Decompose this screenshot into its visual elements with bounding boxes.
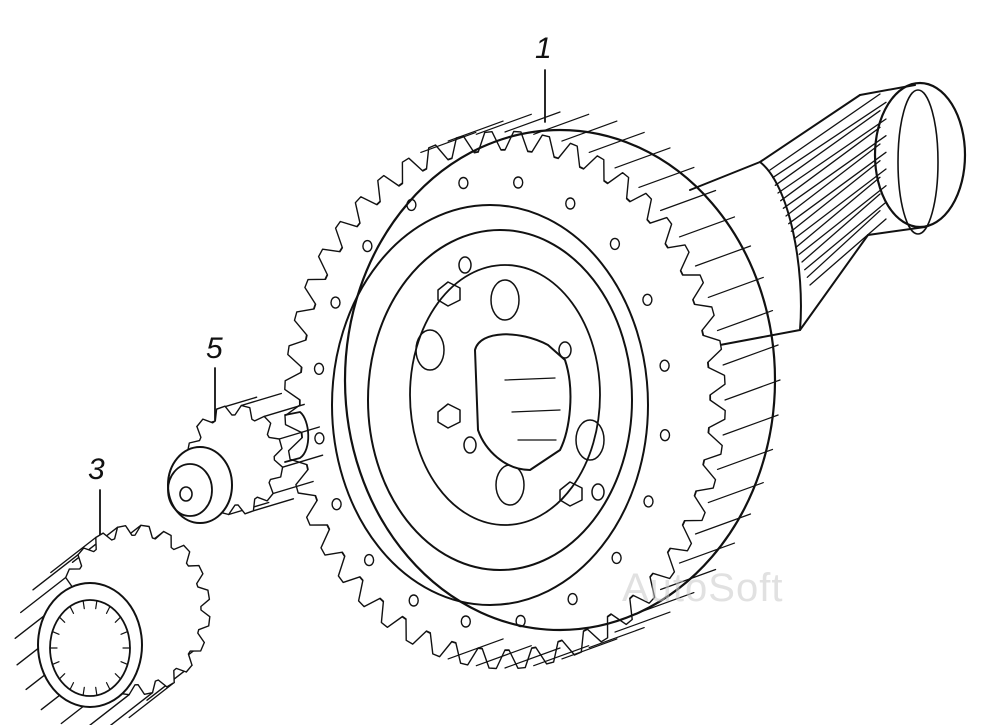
part-1-large-gear-shaft [284, 69, 967, 670]
center-bore [474, 333, 572, 471]
shaft-spline [759, 81, 967, 331]
part-5-pinion-gear [167, 367, 324, 524]
callout-label-1: 1 [535, 32, 552, 65]
watermark-text: AutoSoft [622, 566, 784, 610]
callout-label-5: 5 [206, 332, 223, 365]
gear-body [284, 111, 781, 670]
callout-label-3: 3 [88, 453, 105, 486]
part-3-spur-gear [14, 489, 211, 725]
